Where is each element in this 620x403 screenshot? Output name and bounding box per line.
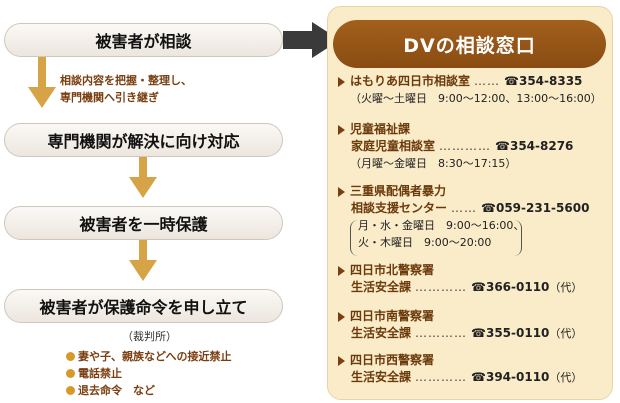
- phone-number: 355-0110: [485, 326, 550, 340]
- triangle-bullet-icon: [338, 76, 345, 87]
- panel-title: DVの相談窓口: [333, 20, 606, 68]
- contact-entry-north-police: 四日市北警察署 生活安全課…………☎366-0110（代）: [338, 262, 610, 296]
- order-list: 妻や子、親族などへの接近禁止 電話禁止 退去命令 など: [66, 348, 231, 399]
- representative-suffix: （代）: [549, 281, 583, 294]
- order-item: 電話禁止: [66, 365, 231, 382]
- order-item: 退去命令 など: [66, 382, 231, 399]
- contact-hours: 月・水・金曜日 9:00～16:00、: [358, 219, 525, 232]
- phone-icon: ☎: [471, 326, 486, 340]
- bullet-icon: [66, 352, 75, 361]
- phone-number: 059-231-5600: [495, 201, 590, 215]
- step1-note-line1: 相談内容を把握・整理し、: [60, 74, 192, 87]
- bullet-icon: [66, 369, 75, 378]
- step-consult: 被害者が相談: [4, 23, 283, 57]
- arrow-shaft-3: [139, 240, 147, 262]
- step1-note: 相談内容を把握・整理し、 専門機関へ引き継ぎ: [60, 72, 192, 106]
- phone-icon: ☎: [471, 280, 486, 294]
- contact-hours: （月曜～金曜日 8:30～17:15）: [350, 157, 517, 170]
- contact-entry-west-police: 四日市西警察署 生活安全課…………☎394-0110（代）: [338, 352, 610, 386]
- triangle-bullet-icon: [338, 355, 345, 366]
- arrow-head-3: [129, 260, 157, 281]
- triangle-bullet-icon: [338, 186, 345, 197]
- phone-number: 354-8276: [509, 139, 574, 153]
- representative-suffix: （代）: [549, 327, 583, 340]
- triangle-bullet-icon: [338, 311, 345, 322]
- phone-icon: ☎: [504, 74, 519, 88]
- contact-entry-hamoria: はもりあ四日市相談室……☎354-8335 （火曜～土曜日 9:00～12:00…: [338, 73, 610, 107]
- contact-hours: （火曜～土曜日 9:00～12:00、13:00～16:00）: [350, 92, 602, 105]
- phone-number: 366-0110: [485, 280, 550, 294]
- contact-subname: 生活安全課: [351, 326, 412, 340]
- arrow-head-2: [129, 177, 157, 198]
- bullet-icon: [66, 386, 75, 395]
- big-arrow-head: [312, 22, 340, 58]
- representative-suffix: （代）: [549, 371, 583, 384]
- arrow-shaft-1: [38, 55, 46, 91]
- phone-icon: ☎: [495, 139, 510, 153]
- phone-number: 394-0110: [485, 370, 550, 384]
- phone-number: 354-8335: [518, 74, 583, 88]
- leader-dots: ……: [474, 74, 501, 88]
- contact-name: 四日市南警察署: [350, 309, 435, 323]
- arrow-head-1: [28, 87, 56, 108]
- phone-icon: ☎: [471, 370, 486, 384]
- order-text: 妻や子、親族などへの接近禁止: [78, 350, 232, 363]
- step1-note-line2: 専門機関へ引き継ぎ: [60, 91, 159, 104]
- contact-name: 四日市西警察署: [350, 353, 435, 367]
- step-temporary-protection: 被害者を一時保護: [4, 206, 283, 240]
- phone-icon: ☎: [481, 201, 496, 215]
- contact-subname: 生活安全課: [351, 370, 412, 384]
- order-text: 電話禁止: [78, 367, 122, 380]
- step-protection-order: 被害者が保護命令を申し立て: [4, 289, 283, 323]
- contact-hours: 火・木曜日 9:00～20:00: [358, 236, 492, 249]
- contact-subname: 家庭児童相談室: [351, 139, 436, 153]
- contact-name: はもりあ四日市相談室: [350, 74, 471, 88]
- contact-name: 三重県配偶者暴力: [350, 184, 447, 198]
- step-agency-response: 専門機関が解決に向け対応: [4, 123, 283, 157]
- court-label: （裁判所）: [122, 330, 177, 343]
- contact-name: 四日市北警察署: [350, 263, 435, 277]
- leader-dots: ……: [451, 201, 478, 215]
- leader-dots: …………: [439, 139, 492, 153]
- order-text: 退去命令 など: [78, 384, 155, 397]
- consultation-panel: [327, 6, 613, 400]
- arrow-shaft-2: [139, 157, 147, 179]
- leader-dots: …………: [415, 370, 468, 384]
- contact-entry-mie-support-center: 三重県配偶者暴力 相談支援センター……☎059-231-5600 月・水・金曜日…: [338, 183, 610, 251]
- leader-dots: …………: [415, 326, 468, 340]
- contact-entry-south-police: 四日市南警察署 生活安全課…………☎355-0110（代）: [338, 308, 610, 342]
- contact-subname: 生活安全課: [351, 280, 412, 294]
- contact-entry-child-welfare: 児童福祉課 家庭児童相談室…………☎354-8276 （月曜～金曜日 8:30～…: [338, 121, 610, 172]
- contact-name: 児童福祉課: [350, 122, 411, 136]
- triangle-bullet-icon: [338, 265, 345, 276]
- triangle-bullet-icon: [338, 124, 345, 135]
- leader-dots: …………: [415, 280, 468, 294]
- contact-subname: 相談支援センター: [351, 201, 448, 215]
- hours-bracket-right: [513, 220, 522, 256]
- hours-bracket-left: [350, 220, 359, 256]
- big-arrow-shaft: [283, 31, 313, 49]
- order-item: 妻や子、親族などへの接近禁止: [66, 348, 231, 365]
